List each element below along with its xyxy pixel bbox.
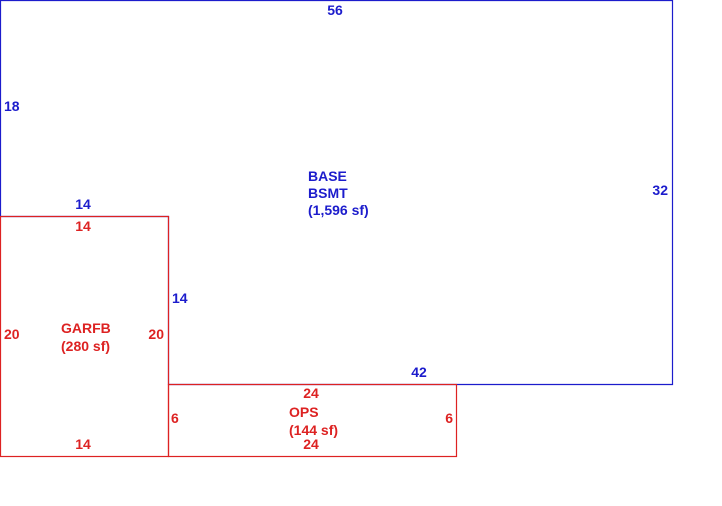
porch-right-dimension: 6 <box>445 410 453 426</box>
basement-garage-side-dimension: 14 <box>172 290 188 306</box>
basement-porch-top-dimension: 42 <box>411 364 427 380</box>
basement-area-value: (1,596 sf) <box>308 202 369 218</box>
basement-name-line1: BASE <box>308 168 347 184</box>
basement-garage-top-dimension: 14 <box>75 196 91 212</box>
garage-bottom-dimension: 14 <box>75 436 91 452</box>
garage-area-value: (280 sf) <box>61 338 110 354</box>
basement-name-line2: BSMT <box>308 185 348 201</box>
porch-left-dimension: 6 <box>171 410 179 426</box>
porch-outline[interactable] <box>167 383 458 458</box>
garage-name: GARFB <box>61 320 111 336</box>
garage-outline[interactable] <box>0 215 170 458</box>
garage-right-dimension: 20 <box>148 326 164 342</box>
porch-top-dimension: 24 <box>303 385 319 401</box>
garage-left-dimension: 20 <box>4 326 20 342</box>
porch-area-value: (144 sf) <box>289 422 338 438</box>
garage-top-dimension: 14 <box>75 218 91 234</box>
basement-right-dimension: 32 <box>652 182 668 198</box>
basement-left-dimension: 18 <box>4 98 20 114</box>
porch-bottom-dimension: 24 <box>303 436 319 452</box>
basement-top-dimension: 56 <box>327 2 343 18</box>
porch-name: OPS <box>289 404 319 420</box>
